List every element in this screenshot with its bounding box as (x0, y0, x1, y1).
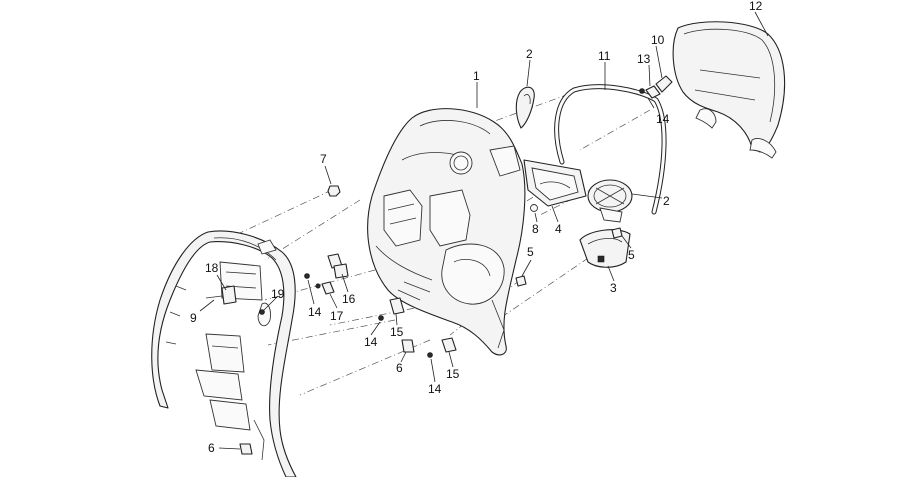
callout-14: 14 (364, 335, 378, 349)
part-11-edge-profile (554, 84, 667, 215)
callout-13: 13 (637, 52, 651, 66)
callout-11: 11 (598, 49, 611, 63)
callout-8: 8 (532, 222, 539, 236)
callout-2: 2 (526, 47, 533, 61)
callout-18: 18 (205, 261, 219, 275)
part-7-nut (327, 185, 341, 197)
callout-5: 5 (628, 248, 635, 262)
callout-3: 3 (610, 281, 617, 295)
part-12-top-cover (672, 21, 786, 159)
callout-9: 9 (190, 311, 197, 325)
callout-12: 12 (749, 0, 763, 13)
callout-17: 17 (330, 309, 344, 323)
callout-labels: 1 2 2 3 4 5 5 6 6 7 8 9 10 11 12 13 14 1… (190, 0, 763, 455)
hardware-fasteners (205, 185, 623, 455)
callout-5: 5 (527, 245, 534, 259)
callout-4: 4 (555, 222, 562, 236)
callout-6: 6 (208, 441, 215, 455)
callout-15: 15 (390, 325, 404, 339)
leader-lines (199, 11, 769, 450)
part-1-leg-shield-panel (367, 108, 526, 356)
callout-16: 16 (342, 292, 356, 306)
part-2-round-grille (587, 179, 633, 223)
front-shield-frame (151, 230, 297, 478)
callout-10: 10 (651, 33, 665, 47)
part-4-flap-frame (523, 159, 587, 207)
callout-19: 19 (271, 287, 285, 301)
part-10-clip (639, 75, 673, 99)
callout-15: 15 (446, 367, 460, 381)
callout-14: 14 (428, 382, 442, 396)
callout-7: 7 (320, 152, 327, 166)
callout-1: 1 (473, 69, 480, 83)
callout-2: 2 (663, 194, 670, 208)
callout-14: 14 (656, 112, 670, 126)
part-2-small-cover-top (515, 86, 535, 129)
part-3-small-door (579, 229, 631, 268)
callout-14: 14 (308, 305, 322, 319)
callout-6: 6 (396, 361, 403, 375)
